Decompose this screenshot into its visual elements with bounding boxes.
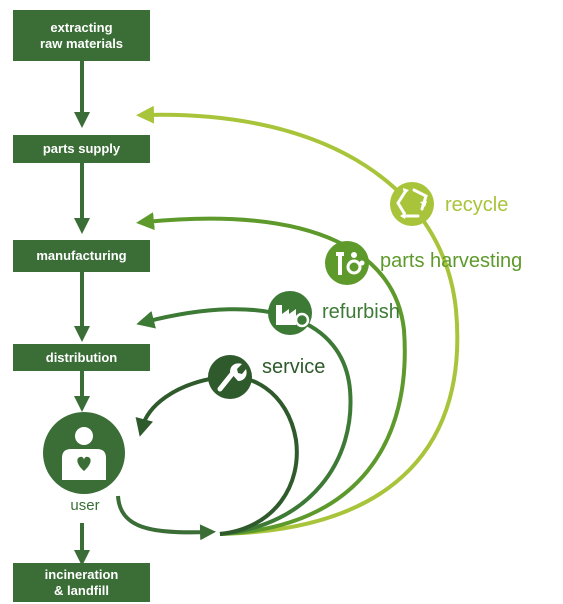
recycle-loop-arc: [136, 105, 460, 536]
user-icon: [43, 412, 125, 494]
factory-icon: [268, 291, 312, 335]
stage-label-extracting: extracting raw materials: [39, 19, 124, 51]
service-loop-arc: [135, 374, 299, 536]
wrench-icon: [208, 355, 252, 399]
parts-harvesting-loop-arc: [136, 212, 407, 536]
parts-harvesting-label: parts harvesting: [380, 250, 523, 272]
stage-manufacturing: manufacturing: [13, 240, 150, 272]
arrow-user-to-loops: [116, 495, 216, 541]
gears-icon: [325, 241, 369, 285]
stage-extracting-raw-materials: extracting raw materials: [13, 10, 150, 61]
recycle-label: recycle: [445, 194, 509, 216]
refurbish-loop-arc: [136, 307, 353, 536]
stage-parts-supply: parts supply: [13, 135, 150, 163]
recycle-icon: [390, 182, 434, 226]
stage-label-manufacturing: manufacturing: [36, 248, 127, 263]
stage-distribution: distribution: [13, 344, 150, 371]
user-label: user: [70, 497, 100, 514]
refurbish-label: refurbish: [322, 301, 400, 323]
stage-label-distribution: distribution: [45, 349, 118, 365]
service-label: service: [262, 356, 326, 378]
stage-label-incineration: incineration & landfill: [44, 566, 119, 598]
stage-label-parts-supply: parts supply: [42, 141, 121, 156]
stage-incineration-landfill: incineration & landfill: [13, 563, 150, 602]
